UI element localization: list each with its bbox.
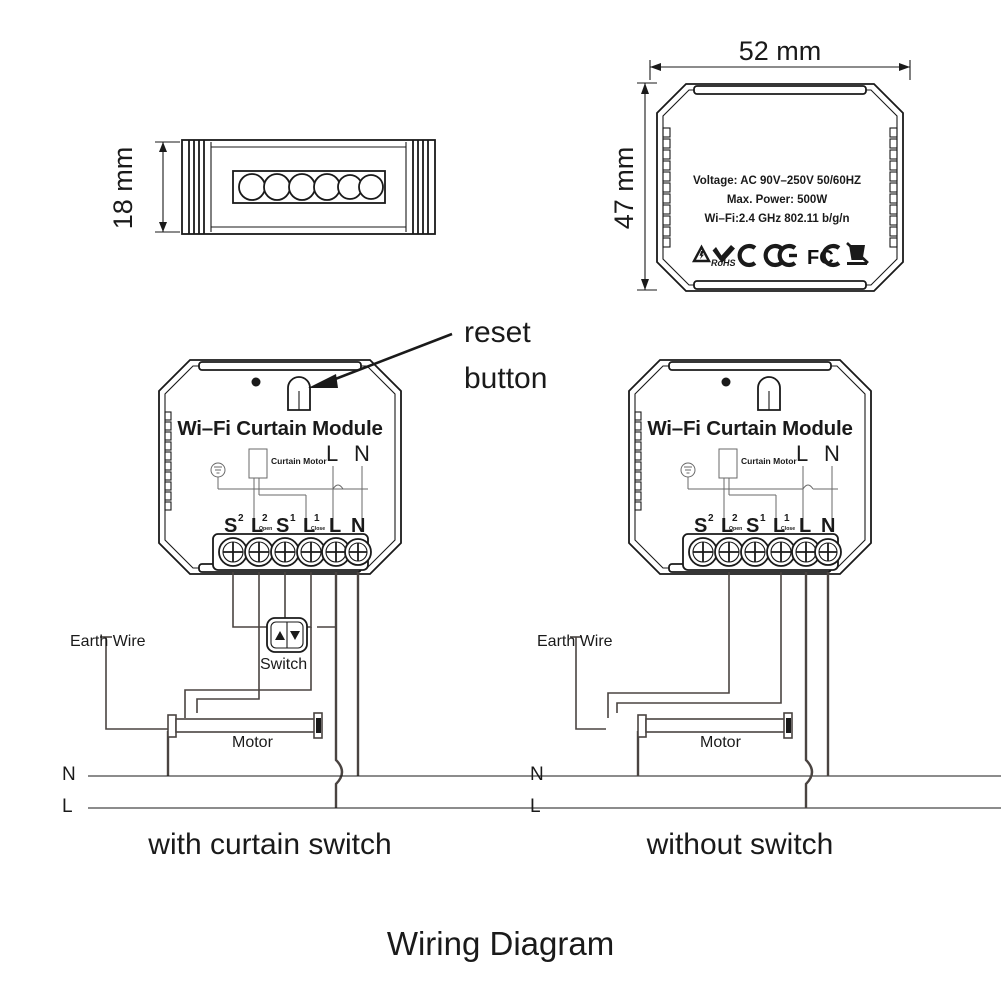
- front-view-width-label: 52 mm: [738, 36, 822, 66]
- motor-right: [637, 712, 793, 739]
- motor-label-right: Motor: [700, 734, 741, 751]
- terminal-label-l: L: [799, 515, 812, 537]
- terminal-label-s2: S: [224, 515, 238, 537]
- terminal-label-n: N: [821, 515, 836, 537]
- terminal-labels-left: S 2 L 2 Open S 1 L 1 Close L N: [224, 513, 366, 537]
- caption-with-switch: with curtain switch: [148, 828, 392, 861]
- rail-live-label-left: L: [62, 796, 73, 817]
- spec-plate-text: Voltage: AC 90V–250V 50/60HZ Max. Power:…: [692, 175, 862, 225]
- terminal-labels-right: S 2 L 2 Open S 1 L 1 Close L N: [694, 513, 836, 537]
- terminal-label-s1: S: [276, 515, 290, 537]
- switch-with-arrows: [266, 617, 308, 653]
- terminal-label-s2: S: [694, 515, 708, 537]
- schematic-neutral-label-left: N: [354, 441, 370, 466]
- fcc-icon: FC: [807, 243, 841, 269]
- weee-bin-icon: [846, 242, 869, 265]
- module-title-right: Wi–Fi Curtain Module: [647, 417, 853, 440]
- earth-wire-label-left: Earth Wire: [70, 633, 146, 650]
- external-wiring-left: [88, 572, 1001, 809]
- certification-icons-row: FC: [691, 242, 869, 269]
- module-title-left: Wi–Fi Curtain Module: [177, 417, 383, 440]
- high-voltage-warning-icon: [691, 244, 712, 263]
- terminal-label-l2: L: [721, 515, 734, 537]
- module-body-right: [628, 359, 872, 575]
- terminal-label-l: L: [329, 515, 342, 537]
- schematic-live-label-right: L: [796, 441, 809, 466]
- rohs-icon: [712, 245, 735, 263]
- diagram-with-switch: [88, 359, 1001, 809]
- schematic-neutral-label-right: N: [824, 441, 840, 466]
- terminal-label-l1: L: [303, 515, 316, 537]
- terminal-block-right: [682, 533, 842, 571]
- ce-icon: [763, 243, 797, 268]
- terminal-label-n: N: [351, 515, 366, 537]
- terminal-block-left: [212, 533, 372, 571]
- caption-without-switch: without switch: [646, 828, 834, 861]
- rohs-label: RoHS: [711, 258, 736, 268]
- status-led-dot: [251, 377, 261, 387]
- motor-left: [167, 712, 323, 739]
- rail-neutral-label-left: N: [62, 764, 76, 785]
- terminal-label-l1: L: [773, 515, 786, 537]
- diagram-without-switch: [570, 359, 872, 808]
- terminal-label-l2: L: [251, 515, 264, 537]
- curtain-motor-label-left: Curtain Motor: [271, 456, 327, 466]
- module-schematic-left: [210, 448, 368, 530]
- terminal-label-s1: S: [746, 515, 760, 537]
- earth-wire-label-right: Earth Wire: [537, 633, 613, 650]
- status-led-dot: [721, 377, 731, 387]
- external-wiring-right: [570, 572, 830, 808]
- switch-label: Switch: [260, 656, 308, 673]
- curtain-motor-label-right: Curtain Motor: [741, 456, 797, 466]
- reset-button-annotation: reset button: [464, 316, 548, 395]
- figure-title: Wiring Diagram: [386, 925, 615, 962]
- c-tick-icon: [737, 243, 757, 268]
- side-view-group: [155, 139, 436, 235]
- reset-annotation-arrow: [308, 332, 453, 388]
- motor-label-left: Motor: [232, 734, 273, 751]
- module-schematic-right: [680, 448, 838, 530]
- schematic-live-label-left: L: [326, 441, 339, 466]
- rail-neutral-label-right: N: [530, 764, 544, 785]
- front-view-group: FC: [637, 60, 911, 292]
- rail-live-label-right: L: [530, 796, 541, 817]
